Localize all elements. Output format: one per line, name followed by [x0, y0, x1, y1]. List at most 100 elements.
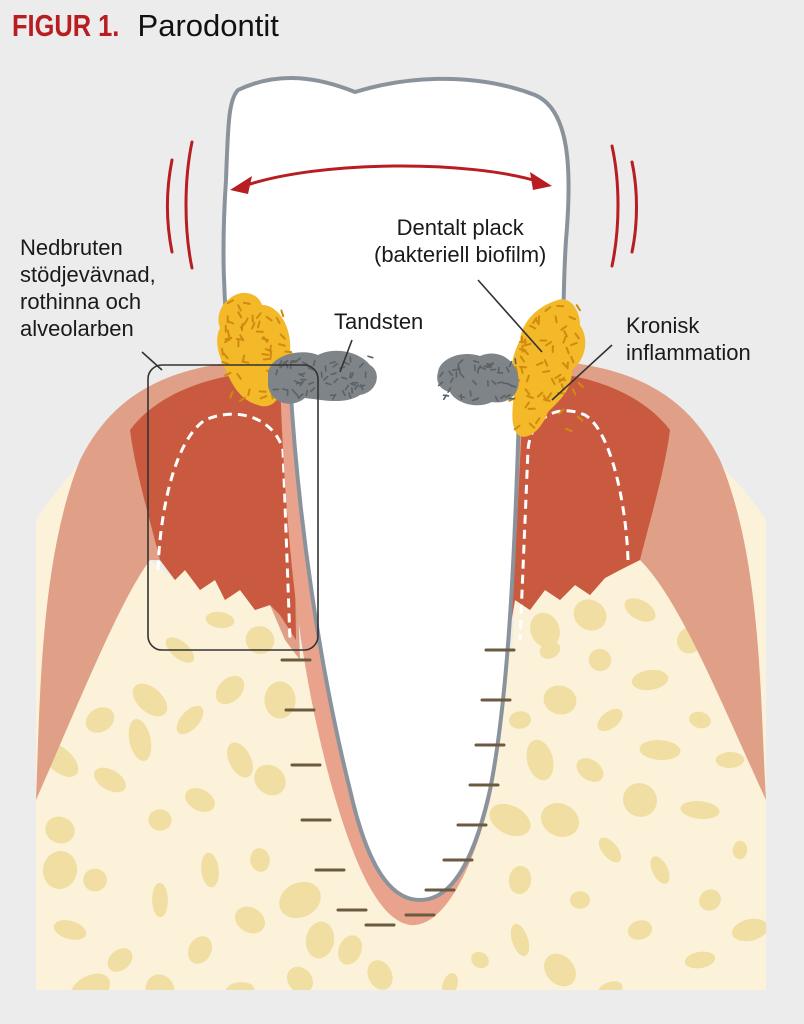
calculus-fleck — [309, 387, 316, 393]
plaque-fleck — [239, 334, 245, 342]
bone-spot — [148, 809, 172, 831]
plaque-fleck — [554, 315, 558, 324]
calculus-fleck — [275, 368, 279, 376]
calculus-fleck — [496, 381, 504, 384]
calculus-fleck — [505, 366, 510, 373]
bone-spot — [187, 936, 213, 964]
label-line: alveolarben — [20, 316, 134, 341]
plaque-fleck — [255, 312, 262, 319]
calculus-fleck — [341, 390, 346, 397]
label-line: Tandsten — [334, 309, 424, 334]
bone-spot — [264, 681, 296, 719]
calculus-fleck — [291, 388, 297, 395]
plaque-fleck — [522, 349, 530, 356]
leader-lines — [141, 279, 613, 401]
plaque-fleck — [554, 373, 562, 380]
plaque-fleck — [226, 329, 231, 338]
label-line: Nedbruten — [20, 235, 123, 260]
plaque-fleck — [237, 304, 242, 312]
plaque-fleck — [560, 325, 568, 331]
bone-spot — [305, 921, 335, 959]
bone-spot — [508, 865, 532, 895]
plaque-fleck — [224, 338, 232, 344]
bone-spot — [107, 948, 133, 972]
calculus-fleck — [509, 384, 517, 388]
plaque-fleck — [241, 360, 250, 364]
calculus-fleck — [442, 394, 450, 397]
plaque-fleck — [535, 417, 541, 425]
bone-spot — [631, 669, 669, 691]
label-line: inflammation — [626, 340, 751, 365]
plaque-fleck — [536, 361, 544, 367]
plaque-fleck — [565, 346, 570, 355]
plaque-fleck — [529, 324, 537, 330]
calculus-fleck — [358, 362, 365, 368]
plaque-fleck — [519, 365, 528, 369]
bone-spot — [508, 711, 532, 729]
plaque-fleck — [542, 394, 548, 402]
bone-spot — [442, 973, 458, 990]
plaque-fleck — [571, 387, 577, 396]
figure-title: FIGUR 1. Parodontit — [12, 8, 279, 44]
label-kronisk-inflammation: Kronisk inflammation — [626, 312, 751, 366]
calculus-fleck — [505, 393, 511, 399]
plaque-fleck — [564, 427, 573, 433]
bone-spot — [544, 953, 576, 987]
plaque-fleck — [237, 311, 243, 319]
plaque-fleck — [524, 401, 530, 409]
calculus-fleck — [491, 380, 497, 385]
bone-spot — [684, 951, 716, 969]
calculus-fleck — [449, 377, 454, 384]
bone-spot — [597, 708, 623, 732]
bone-spot — [145, 974, 175, 990]
bone-spot — [227, 742, 253, 778]
bone-spot — [42, 851, 78, 889]
bone-trabeculae — [41, 598, 766, 990]
bone-spot — [205, 611, 235, 629]
plaque-fleck — [224, 371, 232, 377]
bone-spot — [731, 918, 766, 942]
plaque-fleck — [242, 301, 251, 305]
plaque-fleck — [561, 362, 569, 369]
calculus-fleck — [349, 382, 357, 387]
bone-spot — [543, 685, 577, 715]
bone-spot — [234, 906, 266, 934]
plaque-fleck — [519, 355, 526, 363]
bone-spot — [624, 598, 656, 622]
plaque-fleck — [280, 309, 285, 318]
calculus-fleck — [343, 361, 350, 366]
highlight-box — [147, 364, 319, 651]
plaque-fleck — [256, 320, 261, 329]
calculus-fleck — [437, 381, 444, 387]
calculus-fleck — [358, 384, 366, 388]
plaque-fleck — [221, 360, 229, 365]
calculus-fleck — [458, 366, 461, 374]
plaque-fleck — [526, 395, 534, 399]
bone-spot — [732, 840, 748, 860]
calculus-fleck — [472, 379, 478, 386]
calculus-fleck — [325, 382, 332, 386]
plaque-fleck — [536, 391, 544, 398]
plaque-fleck — [251, 321, 256, 330]
calculus-fleck — [477, 365, 482, 372]
bone-spot — [225, 982, 255, 990]
calculus-fleck — [298, 373, 305, 378]
plaque-fleck — [570, 341, 578, 347]
label-dentalt-plack: Dentalt plack (bakteriell biofilm) — [374, 214, 546, 268]
calculus-fleck — [344, 384, 350, 391]
bone-spot — [680, 800, 720, 820]
periodontal-ligament-fibers — [280, 648, 516, 927]
bone-spot — [540, 803, 580, 837]
bone-spot — [510, 923, 530, 957]
calculus-fleck — [293, 380, 300, 384]
bone-spot — [132, 683, 168, 717]
calculus-fleck — [299, 380, 305, 387]
bone-spot — [689, 711, 711, 729]
plaque-fleck — [542, 370, 551, 374]
plaque-fleck — [525, 374, 530, 383]
calculus-fleck — [312, 359, 316, 367]
plaque-fleck — [279, 333, 286, 340]
bone-spot — [597, 981, 623, 990]
plaque-fleck — [562, 335, 567, 344]
